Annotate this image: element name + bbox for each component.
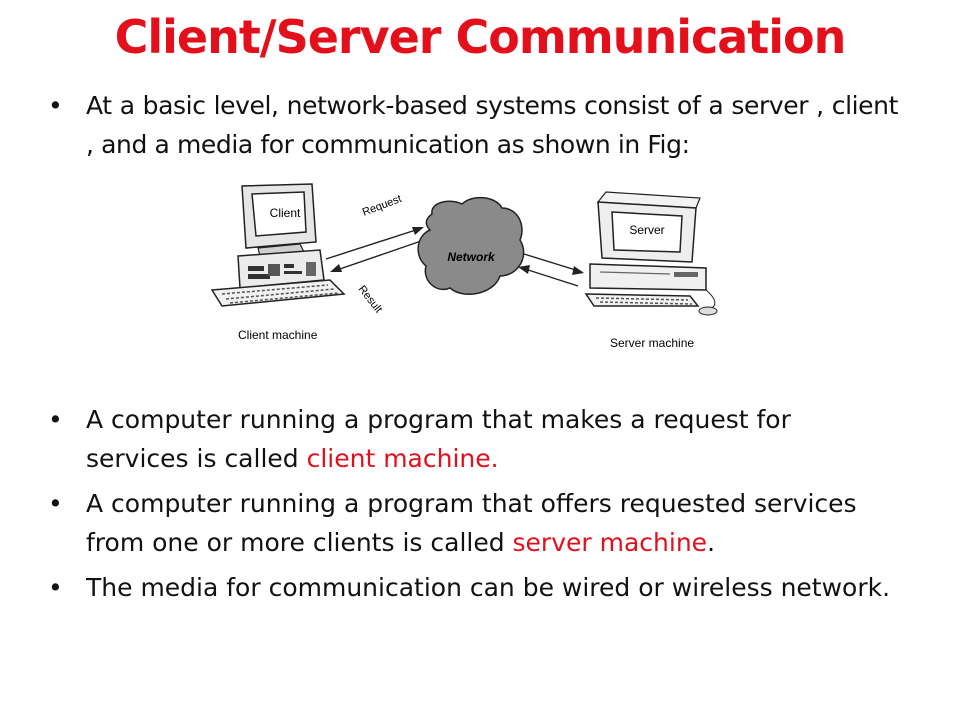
bullet-text: At a basic level, network-based systems … [86, 91, 898, 159]
bullet-item-4: • The media for communication can be wir… [48, 568, 898, 607]
result-label: Result [356, 283, 385, 315]
bullet-item-3: • A computer running a program that offe… [48, 484, 898, 562]
bullet-text-start: A computer running a program that offers… [86, 489, 857, 557]
client-server-diagram: Client Client machine Request Result Net… [210, 183, 718, 350]
network-cloud-icon [417, 196, 525, 295]
server-screen-label: Server [629, 223, 664, 237]
bullet-dot: • [48, 489, 63, 518]
client-machine-term: client machine. [306, 444, 499, 473]
client-machine-caption: Client machine [238, 328, 318, 342]
network-to-server-arrow [523, 253, 584, 275]
server-to-network-arrow [518, 265, 579, 287]
server-computer-icon [584, 191, 718, 316]
bullet-item-2: • A computer running a program that make… [48, 400, 898, 478]
request-label: Request [361, 193, 404, 219]
slide-title: Client/Server Communication [114, 10, 847, 64]
network-label: Network [447, 250, 496, 264]
bullet-text-end: . [707, 528, 716, 557]
bullet-text: A computer running a program that offers… [86, 484, 898, 562]
bullet-text: A computer running a program that makes … [86, 400, 898, 478]
client-screen-label: Client [270, 206, 301, 220]
bullet-dot: • [48, 573, 63, 602]
server-machine-term: server machine [512, 528, 708, 557]
bullet-dot: • [48, 91, 63, 120]
request-arrow [325, 227, 424, 260]
server-machine-caption: Server machine [610, 336, 694, 350]
client-computer-icon [210, 183, 346, 307]
result-arrow [330, 239, 425, 272]
bullet-text-start: A computer running a program that makes … [86, 405, 791, 473]
bullet-dot: • [48, 405, 63, 434]
bullet-item-1: • At a basic level, network-based system… [48, 86, 898, 164]
bullet-text: The media for communication can be wired… [86, 573, 891, 602]
